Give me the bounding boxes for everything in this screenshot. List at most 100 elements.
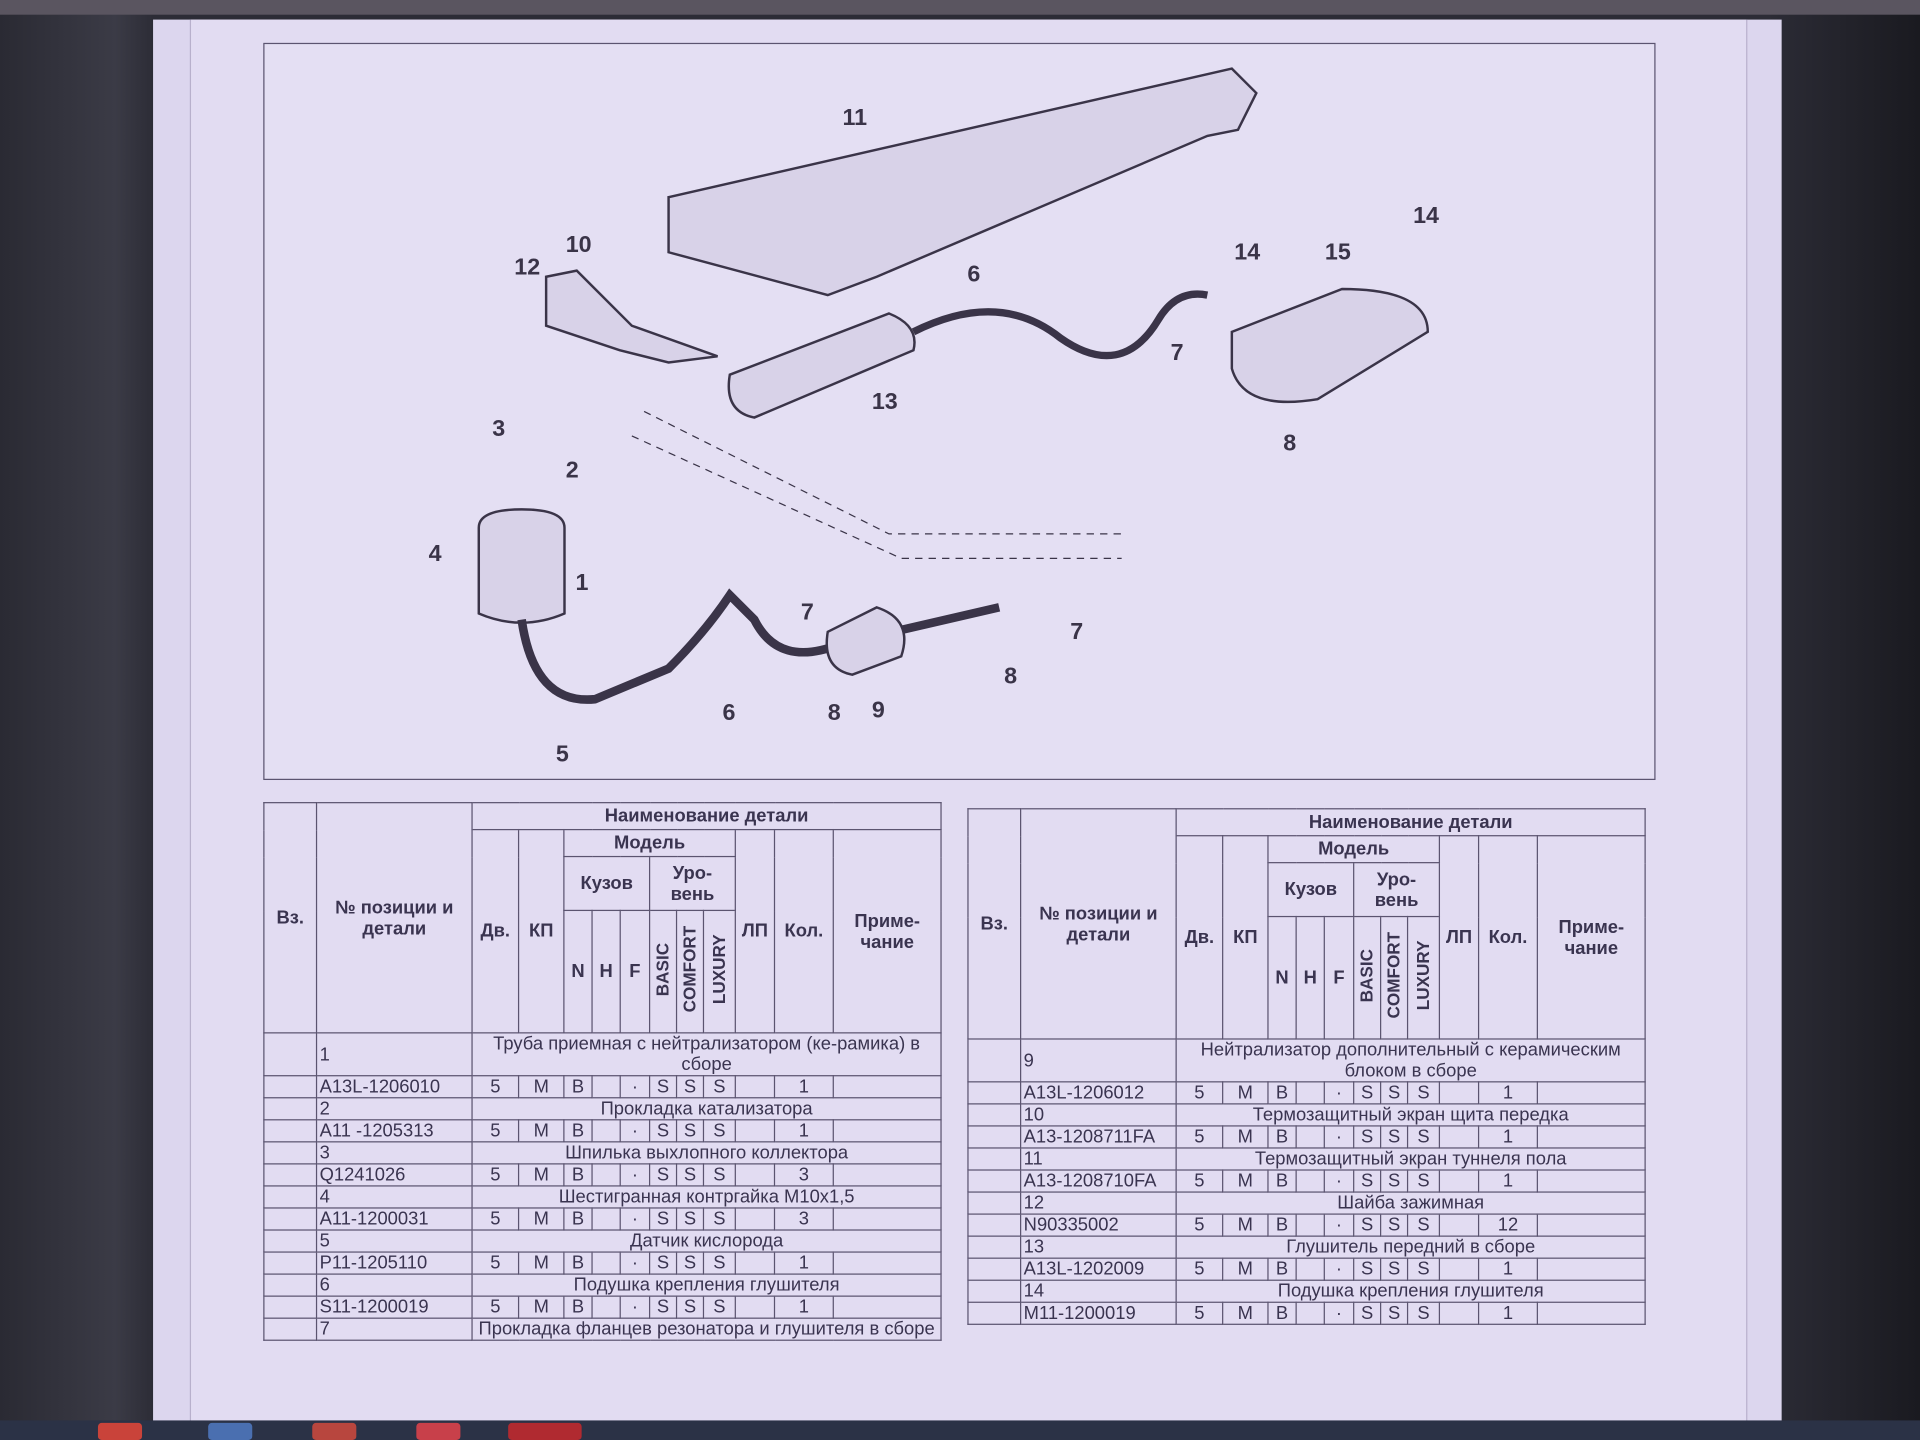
- header-note: Приме-чание: [832, 828, 942, 1034]
- cell-luxury: S: [1406, 1081, 1441, 1105]
- cell-qty: 1: [773, 1295, 834, 1319]
- cell-dv: 5: [1175, 1169, 1224, 1193]
- cell-comfort: S: [1380, 1125, 1409, 1149]
- cell-n: B: [563, 1295, 593, 1319]
- callout-label: 4: [428, 541, 442, 567]
- cell-lp: [1438, 1081, 1480, 1105]
- item-number: 12: [1020, 1191, 1177, 1215]
- item-number: 10: [1020, 1103, 1177, 1127]
- cell-qty: 3: [773, 1207, 834, 1231]
- header-lp: ЛП: [1438, 835, 1480, 1040]
- app-icon[interactable]: [312, 1422, 357, 1440]
- tunnel-heat-shield: [667, 67, 1258, 297]
- cell-h: [591, 1119, 621, 1143]
- cell-h: [1295, 1213, 1325, 1237]
- cell-dv: 5: [1175, 1301, 1224, 1325]
- cell-n: B: [563, 1119, 593, 1143]
- header-comfort: COMFORT: [1383, 931, 1404, 1019]
- header-level: Уро-вень: [648, 855, 736, 912]
- cell-luxury: S: [702, 1207, 736, 1231]
- intermediate-pipe: [911, 290, 1209, 360]
- callout-label: 8: [827, 700, 841, 727]
- part-number: P11-1205110: [315, 1251, 473, 1275]
- callout-label: 7: [1170, 340, 1184, 367]
- cell-f: ·: [1323, 1125, 1355, 1149]
- cell-dv: 5: [1175, 1081, 1224, 1105]
- header-part-name: Наименование детали: [1175, 808, 1646, 837]
- cell-f: ·: [1323, 1169, 1355, 1193]
- header-h: H: [591, 909, 621, 1034]
- header-engine: Дв.: [471, 828, 520, 1034]
- table-row-item-number: 5 Датчик кислорода: [263, 1229, 942, 1253]
- cell-comfort: S: [675, 1075, 705, 1099]
- cell-dv: 5: [471, 1119, 520, 1143]
- cell-kp: M: [517, 1119, 565, 1143]
- header-basic: BASIC: [1356, 948, 1377, 1002]
- callout-label: 8: [1283, 431, 1297, 457]
- rear-muffler: [1230, 287, 1429, 404]
- item-name: Шайба зажимная: [1175, 1191, 1646, 1215]
- cell-kp: M: [1222, 1257, 1269, 1281]
- callout-label: 2: [565, 457, 579, 484]
- header-f: F: [1323, 915, 1355, 1040]
- cell-h: [1295, 1081, 1325, 1105]
- cell-qty: 1: [773, 1119, 834, 1143]
- header-note: Приме-чание: [1536, 835, 1646, 1040]
- chrome-icon[interactable]: [97, 1422, 143, 1440]
- item-name: Глушитель передний в сборе: [1175, 1235, 1646, 1259]
- table-row-item-number: 12 Шайба зажимная: [967, 1191, 1646, 1215]
- table-row-item-number: 7 Прокладка фланцев резонатора и глушите…: [263, 1317, 942, 1341]
- header-luxury: LUXURY: [1413, 940, 1433, 1011]
- item-name: Шестигранная контргайка М10х1,5: [471, 1185, 942, 1209]
- header-model: Модель: [1267, 835, 1441, 864]
- cell-basic: S: [1353, 1125, 1382, 1149]
- header-f: F: [619, 909, 651, 1034]
- callout-label: 7: [800, 600, 814, 626]
- document-viewer-icon[interactable]: [508, 1422, 582, 1440]
- cell-dv: 5: [1175, 1125, 1224, 1149]
- item-number: 9: [1020, 1038, 1177, 1083]
- word-icon[interactable]: [208, 1422, 253, 1440]
- cell-n: B: [563, 1251, 593, 1275]
- catalytic-converter: [477, 508, 566, 624]
- cell-luxury: S: [1406, 1125, 1441, 1149]
- cell-basic: S: [1353, 1301, 1382, 1325]
- item-number: 6: [315, 1273, 473, 1297]
- item-number: 13: [1020, 1235, 1177, 1259]
- cell-kp: M: [517, 1295, 565, 1319]
- part-number: A13L-1202009: [1020, 1257, 1177, 1281]
- cell-h: [1295, 1125, 1325, 1149]
- cell-h: [1295, 1257, 1325, 1281]
- item-name: Термозащитный экран щита передка: [1175, 1103, 1646, 1127]
- callout-label: 12: [514, 254, 541, 281]
- cell-lp: [734, 1295, 776, 1319]
- cell-kp: M: [1222, 1301, 1269, 1325]
- header-vz: Вз.: [967, 808, 1022, 1040]
- cell-n: B: [1267, 1169, 1297, 1193]
- yandex-icon[interactable]: [416, 1422, 461, 1440]
- header-part-name: Наименование детали: [471, 802, 942, 831]
- item-number: 2: [315, 1097, 473, 1121]
- cell-lp: [1438, 1213, 1480, 1237]
- item-number: 5: [315, 1229, 473, 1253]
- header-lp: ЛП: [734, 828, 776, 1034]
- cell-n: B: [1267, 1257, 1297, 1281]
- cell-kp: M: [1222, 1169, 1269, 1193]
- header-gearbox: КП: [517, 828, 565, 1034]
- cell-lp: [1438, 1125, 1480, 1149]
- item-number: 3: [315, 1141, 473, 1165]
- cell-qty: 1: [1477, 1081, 1538, 1105]
- cell-comfort: S: [675, 1251, 705, 1275]
- cell-note: [832, 1075, 942, 1099]
- cell-luxury: S: [702, 1295, 736, 1319]
- callout-label: 14: [1413, 203, 1439, 229]
- cell-f: ·: [619, 1119, 651, 1143]
- header-vz: Вз.: [263, 802, 318, 1034]
- exhaust-drawing: [477, 67, 1429, 704]
- table-row-item-number: 6 Подушка крепления глушителя: [263, 1273, 942, 1297]
